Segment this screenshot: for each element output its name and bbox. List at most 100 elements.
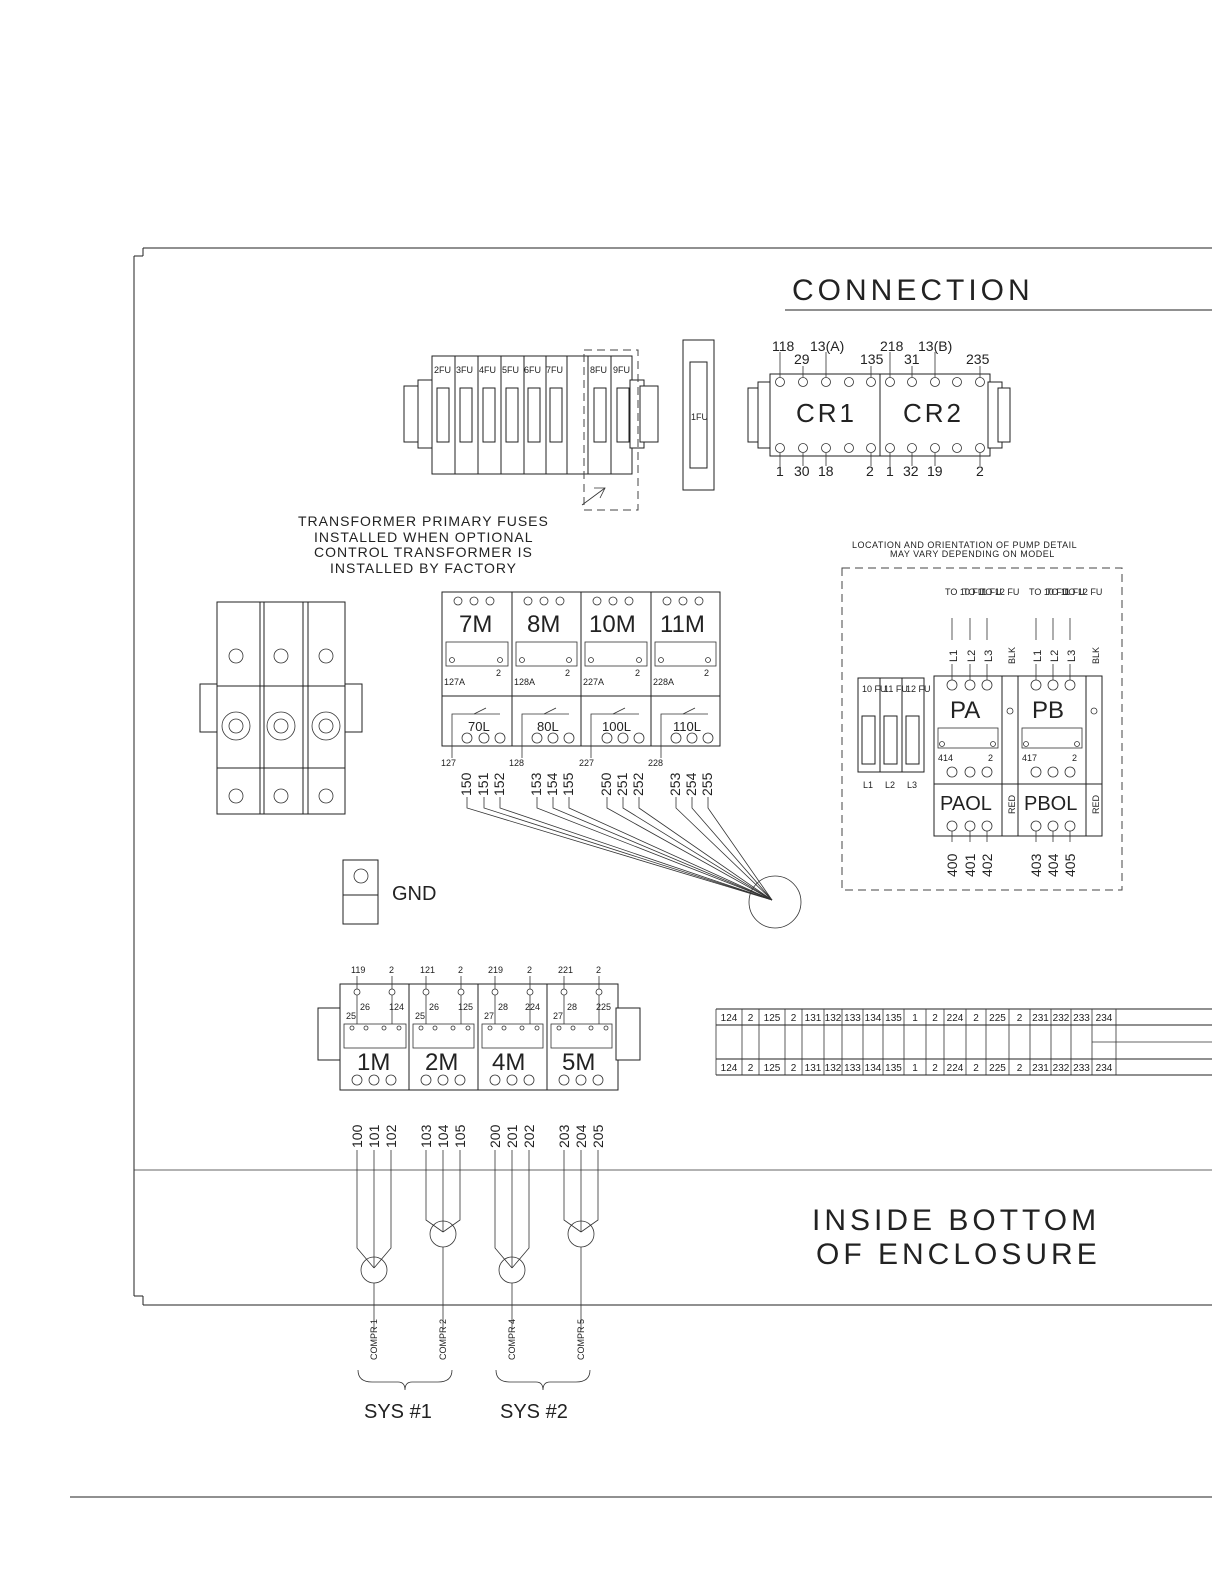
pump-line-label: L3 — [907, 780, 917, 790]
terminal-label-top: 234 — [1096, 1013, 1113, 1024]
terminal-label-bottom: 232 — [1053, 1063, 1070, 1074]
pump-to-label: TO 12 FU — [1063, 587, 1102, 597]
relay-terminal: 218 — [880, 338, 904, 354]
wire-number: 101 — [366, 1124, 382, 1148]
compressor-contactor-group: 119 2 121 2 219 2 221 2 25 26 124 25 26 … — [317, 965, 641, 1423]
terminal-label-bottom: 124 — [721, 1063, 738, 1074]
wire-number: 400 — [944, 853, 960, 877]
relay-terminal: 13(A) — [810, 338, 844, 354]
wire-number: 203 — [556, 1124, 572, 1148]
relay-terminal: 235 — [966, 351, 990, 367]
fuse-label: 5FU — [502, 365, 519, 375]
terminal-label-bottom: 131 — [805, 1063, 822, 1074]
overload-70l-label: 70L — [468, 719, 490, 734]
terminal-label-top: 1 — [912, 1013, 918, 1024]
terminal-label-top: 2 — [1017, 1013, 1023, 1024]
wire-number: 402 — [979, 853, 995, 877]
wire-number: 150 — [458, 772, 474, 796]
pump-line-label: L1 — [948, 650, 960, 662]
relay-terminal: 30 — [794, 463, 810, 479]
wire-number: 254 — [683, 772, 699, 796]
terminal-label-top: 135 — [885, 1013, 902, 1024]
relay-terminal: 135 — [860, 351, 884, 367]
compressor-label: COMPR 5 — [576, 1319, 586, 1360]
terminal-label-top: 134 — [865, 1013, 882, 1024]
pump-to-label: TO 10 FU — [1029, 587, 1068, 597]
pump-fuse-label: 12 FU — [906, 684, 931, 694]
relay-block: 118 29 13(A) 135 218 31 13(B) 235 CR1 CR… — [747, 338, 1011, 479]
terminal-label-top: 232 — [1053, 1013, 1070, 1024]
contactor-top-terminal: 2 — [527, 965, 532, 975]
wire-number: 401 — [962, 853, 978, 877]
wire-number: 404 — [1045, 853, 1061, 877]
wire-number: 405 — [1062, 853, 1078, 877]
contactor-mid-terminal: 25 — [346, 1011, 356, 1021]
sys2-label: SYS #2 — [500, 1401, 568, 1423]
note-line: INSTALLED WHEN OPTIONAL — [314, 529, 534, 545]
terminal-label-bottom: 132 — [825, 1063, 842, 1074]
feed-terminal: 227 — [579, 758, 594, 768]
pump-fuse-label: 10 FU — [862, 684, 887, 694]
fuse-label: 7FU — [546, 365, 563, 375]
overload-110l-label: 110L — [673, 719, 701, 734]
wire-number: 153 — [528, 772, 544, 796]
main-fuse-holder: 1FU — [682, 339, 715, 491]
overload-contactor-group: 7M 8M 10M 11M 127A 2 128A 2 227A 2 228A … — [441, 591, 802, 929]
pump-pb-label: PB — [1032, 697, 1064, 724]
terminal-label-top: 2 — [932, 1013, 938, 1024]
terminal-label-top: 2 — [973, 1013, 979, 1024]
contactor-mid-terminal: 28 — [498, 1002, 508, 1012]
contactor-1m-label: 1M — [357, 1049, 390, 1076]
terminal-label-bottom: 2 — [1017, 1063, 1023, 1074]
pump-to-label: TO 11 FU — [963, 587, 1002, 597]
contactor-2m-label: 2M — [425, 1049, 458, 1076]
wire-number: 102 — [383, 1124, 399, 1148]
coil-terminal: 2 — [496, 668, 501, 678]
terminal-label-bottom: 1 — [912, 1063, 918, 1074]
coil-terminal: 227A — [583, 677, 604, 687]
feed-terminal: 128 — [509, 758, 524, 768]
pump-pa-label: PA — [950, 697, 980, 724]
pump-fuse-label: 11 FU — [884, 684, 908, 694]
wire-number: 103 — [418, 1124, 434, 1148]
relay-cr1-label: CR1 — [796, 398, 857, 428]
wire-number: 202 — [521, 1124, 537, 1148]
contactor-top-terminal: 119 — [351, 965, 365, 975]
wire-number: 105 — [452, 1124, 468, 1148]
overload-80l-label: 80L — [537, 719, 559, 734]
terminal-label-top: 2 — [748, 1013, 754, 1024]
terminal-label-bottom: 2 — [973, 1063, 979, 1074]
contactor-mid-terminal: 28 — [567, 1002, 577, 1012]
pump-note-line: MAY VARY DEPENDING ON MODEL — [890, 549, 1055, 559]
contactor-mid-terminal: 125 — [458, 1002, 473, 1012]
wire-number: 252 — [630, 772, 646, 796]
terminal-label-top: 2 — [791, 1013, 797, 1024]
fuse-label: 6FU — [524, 365, 541, 375]
terminal-label-top: 132 — [825, 1013, 842, 1024]
pump-line-label: L3 — [1066, 650, 1078, 662]
fuse-label: 3FU — [456, 365, 473, 375]
terminal-label-bottom: 135 — [885, 1063, 902, 1074]
terminal-label-top: 224 — [947, 1013, 964, 1024]
pump-note-line: LOCATION AND ORIENTATION OF PUMP DETAIL — [852, 540, 1077, 550]
pump-line-label: L2 — [1049, 650, 1061, 662]
wire-number: 204 — [573, 1124, 589, 1148]
contactor-top-terminal: 221 — [558, 965, 573, 975]
contactor-mid-terminal: 26 — [429, 1002, 439, 1012]
wire-number: 253 — [667, 772, 683, 796]
pump-paol-label: PAOL — [940, 793, 992, 815]
inside-bottom-line-2: OF ENCLOSURE — [816, 1238, 1101, 1271]
contactor-top-terminal: 121 — [420, 965, 435, 975]
pump-coil-terminal: 417 — [1022, 753, 1037, 763]
contactor-mid-terminal: 25 — [415, 1011, 425, 1021]
wire-number: 152 — [491, 772, 507, 796]
contactor-8m-label: 8M — [527, 611, 560, 638]
terminal-label-top: 125 — [764, 1013, 781, 1024]
coil-terminal: 127A — [444, 677, 465, 687]
wire-number: 201 — [504, 1124, 520, 1148]
wire-color-label: RED — [1007, 794, 1017, 814]
pump-line-label: L3 — [983, 650, 995, 662]
terminal-label-top: 233 — [1073, 1013, 1090, 1024]
pump-line-label: L2 — [966, 650, 978, 662]
